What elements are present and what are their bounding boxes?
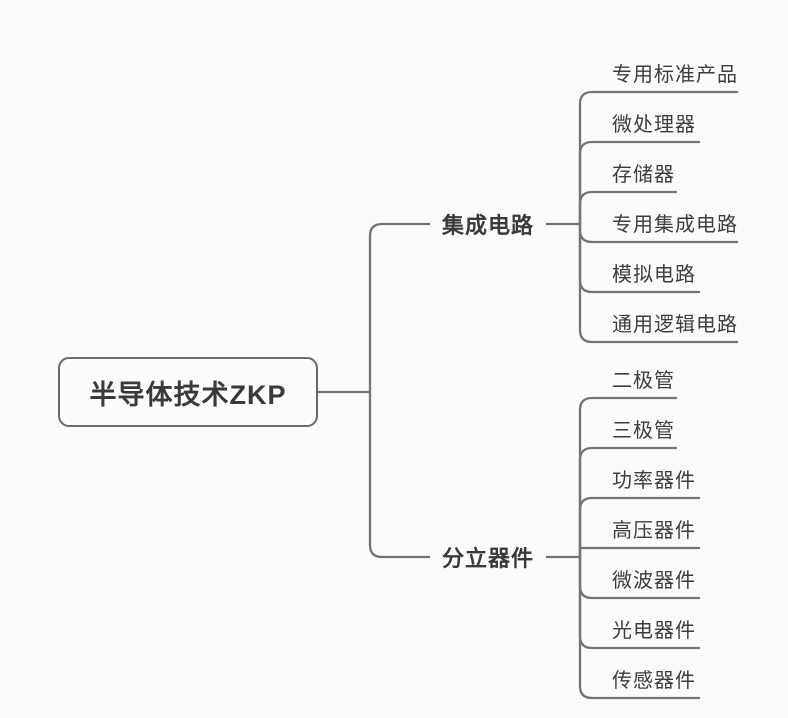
leaf-node-triode[interactable]: 三极管	[612, 420, 675, 442]
connector-branch-bracket	[368, 222, 582, 559]
leaf-node-high-voltage[interactable]: 高压器件	[612, 520, 696, 542]
leaf-node-optoelectronic[interactable]: 光电器件	[612, 620, 696, 642]
branch-node-integrated-circuits[interactable]: 集成电路	[430, 207, 546, 241]
connector-leaf	[578, 555, 701, 700]
connector-leaf	[578, 190, 678, 226]
leaf-node-assp[interactable]: 专用标准产品	[612, 64, 738, 86]
connector-leaf	[578, 396, 678, 559]
leaf-node-diode[interactable]: 二极管	[612, 370, 675, 392]
branch-node-discrete-devices[interactable]: 分立器件	[430, 540, 546, 574]
leaf-node-power-device[interactable]: 功率器件	[612, 470, 696, 492]
leaf-node-memory[interactable]: 存储器	[612, 164, 675, 186]
connector-leaf	[578, 446, 678, 559]
leaf-node-sensor[interactable]: 传感器件	[612, 670, 696, 692]
connector-leaf	[578, 496, 701, 559]
root-node[interactable]: 半导体技术ZKP	[58, 357, 318, 427]
leaf-node-general-logic[interactable]: 通用逻辑电路	[612, 314, 738, 336]
connector-leaf	[578, 90, 739, 226]
connector-group	[316, 90, 739, 700]
leaf-node-asic[interactable]: 专用集成电路	[612, 214, 738, 236]
leaf-node-microwave[interactable]: 微波器件	[612, 570, 696, 592]
connector-leaf	[578, 140, 701, 226]
connector-leaf	[578, 222, 739, 344]
leaf-node-microprocessor[interactable]: 微处理器	[612, 114, 696, 136]
leaf-node-analog-circuit[interactable]: 模拟电路	[612, 264, 696, 286]
